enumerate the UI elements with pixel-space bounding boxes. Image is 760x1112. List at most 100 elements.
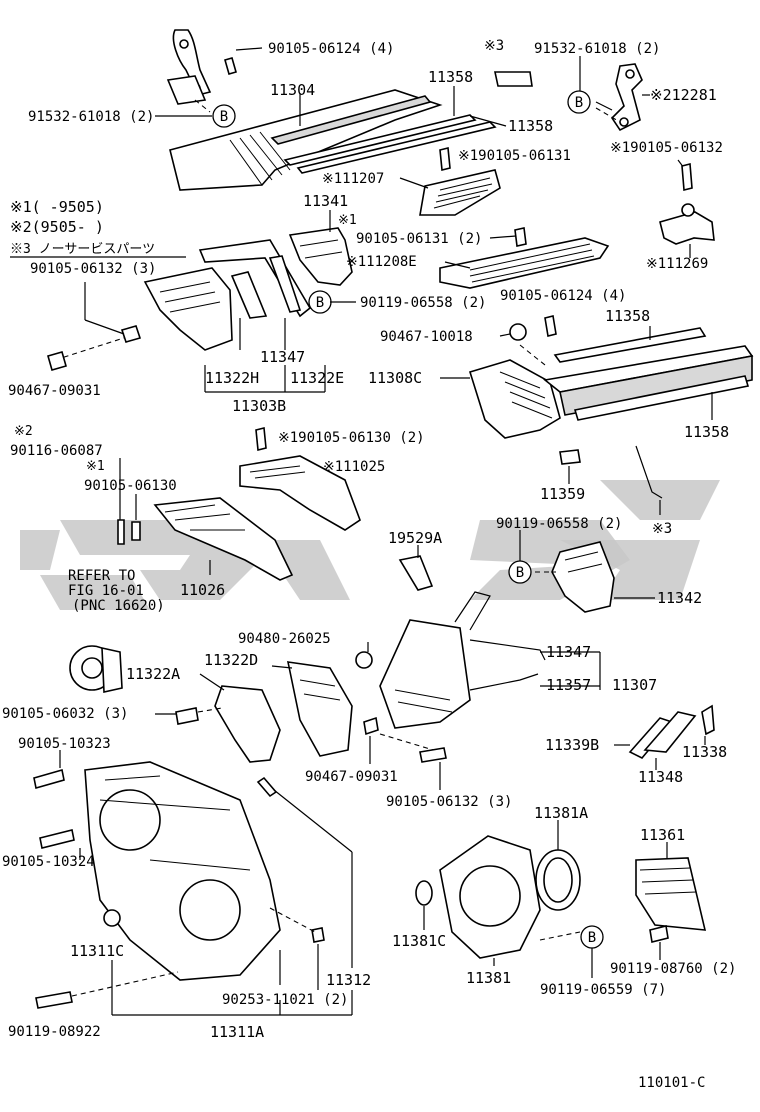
label-111207: ※111207 <box>322 171 384 187</box>
cylinder-head-cover-11308C <box>468 345 754 439</box>
bolt-90105-06131 <box>439 146 451 172</box>
bolt-90105-06132-a <box>120 325 142 343</box>
label-11358-a: 11358 <box>428 68 473 86</box>
label-note3-b: ※3 <box>652 521 672 537</box>
label-90116-06087: 90116-06087 <box>10 443 103 459</box>
label-90253-11021: 90253-11021 (2) <box>222 992 348 1008</box>
label-note1-a: ※1 <box>338 213 357 228</box>
bolt-90105-06132-right <box>681 162 693 192</box>
label-90467-10018: 90467-10018 <box>380 329 473 345</box>
bolt-90119-08922 <box>35 991 73 1009</box>
cover-11381 <box>439 835 541 959</box>
label-11338: 11338 <box>682 743 727 761</box>
clip-111269 <box>659 203 715 245</box>
label-90119-08760: 90119-08760 (2) <box>610 961 736 977</box>
bolt-90105-06124-top <box>224 57 237 75</box>
label-111025: ※111025 <box>323 459 385 475</box>
bolt-90105-10323 <box>33 768 65 790</box>
callout-b-4: B <box>508 560 532 584</box>
grommet-11359 <box>559 449 581 465</box>
label-11359: 11359 <box>540 485 585 503</box>
cover-11322D <box>286 661 353 757</box>
label-90105-06132-right: ※190105-06132 <box>610 140 723 156</box>
bracket-19529A <box>398 555 434 591</box>
svg-text:B: B <box>316 295 324 311</box>
label-90105-10324: 90105-10324 <box>2 854 95 870</box>
refer-line-3: (PNC 16620) <box>72 598 165 614</box>
label-11347-b: 11347 <box>546 643 591 661</box>
label-11381A: 11381A <box>534 804 588 822</box>
cover-11361 <box>635 857 707 931</box>
label-90467-09031-a: 90467-09031 <box>8 383 101 399</box>
pin-90253-11021 <box>311 927 325 943</box>
wire-note3 <box>635 445 663 499</box>
bolt-90105-06032 <box>175 707 199 725</box>
cover-11342 <box>551 541 615 613</box>
bolt-90105-06124-mid <box>544 315 557 337</box>
oil-seal-11381A <box>535 849 581 911</box>
legend-note1: ※1( -9505) <box>10 198 104 216</box>
grommet-90467-09031-a <box>47 351 67 371</box>
bolt-90105-06132-b <box>419 747 447 763</box>
timing-cover-11303B <box>143 239 312 351</box>
bolt-90105-06130 <box>131 521 141 541</box>
legend-notes: ※1( -9505) ※2(9505- ) ※3 ノーサービスパーツ 90105… <box>10 198 186 277</box>
label-11311A: 11311A <box>210 1023 264 1041</box>
label-90119-06558-top: 90119-06558 (2) <box>360 295 486 311</box>
label-90105-06124-mid: 90105-06124 (4) <box>500 288 626 304</box>
label-11304: 11304 <box>270 81 315 99</box>
label-12281: ※212281 <box>650 86 717 104</box>
grommet-90467-10018 <box>509 323 527 341</box>
idler-pulley-refer <box>69 645 123 693</box>
grommet-90467-09031-b <box>363 716 379 736</box>
label-19529A: 19529A <box>388 529 442 547</box>
legend-note3: ※3 ノーサービスパーツ <box>10 242 155 257</box>
label-90105-06132-3: 90105-06132 (3) <box>386 794 512 810</box>
bolt-90105-10324 <box>39 829 75 849</box>
clip-note3-top <box>494 71 533 87</box>
label-90467-09031-b: 90467-09031 <box>305 769 398 785</box>
timing-case-11311A <box>84 761 281 981</box>
label-11026: 11026 <box>180 581 225 599</box>
cover-11322A <box>214 685 281 763</box>
label-note3-top: ※3 <box>484 38 504 54</box>
label-11357: 11357 <box>546 676 591 694</box>
bracket-12281 <box>610 63 643 132</box>
cover-111207 <box>419 169 501 216</box>
label-11322D: 11322D <box>204 651 258 669</box>
label-90119-08922: 90119-08922 <box>8 1024 101 1040</box>
legend-note2: ※2(9505- ) <box>10 218 104 236</box>
cover-11026 <box>153 497 294 581</box>
label-11307: 11307 <box>612 676 657 694</box>
label-91532-61018-left: 91532-61018 (2) <box>28 109 154 125</box>
label-90105-06130: 90105-06130 <box>84 478 177 494</box>
label-90480-26025: 90480-26025 <box>238 631 331 647</box>
label-note2-b: ※2 <box>14 424 33 439</box>
callout-b-5: B <box>580 925 604 949</box>
stud-90116-06087 <box>117 519 125 545</box>
label-90119-06559: 90119-06559 (7) <box>540 982 666 998</box>
label-11358-c: 11358 <box>605 307 650 325</box>
cover-111208E <box>439 237 610 289</box>
svg-text:B: B <box>516 565 524 581</box>
svg-text:B: B <box>575 95 583 111</box>
gasket-11358-right <box>553 327 750 421</box>
figure-id: 110101-C <box>638 1075 705 1091</box>
bolt-90105-06131-2 <box>514 227 527 247</box>
label-90105-06124-top: 90105-06124 (4) <box>268 41 394 57</box>
label-11322A: 11322A <box>126 665 180 683</box>
label-91532-61018-right: 91532-61018 (2) <box>534 41 660 57</box>
refer-line-2: FIG 16-01 <box>68 583 144 599</box>
label-11311C: 11311C <box>70 942 124 960</box>
label-11322E: 11322E <box>290 369 344 387</box>
legend-bolt-label: 90105-06132 (3) <box>30 261 156 277</box>
spring-11338 <box>701 704 715 736</box>
label-11312: 11312 <box>326 971 371 989</box>
bolt-90119-08760 <box>649 925 669 943</box>
label-11341: 11341 <box>303 192 348 210</box>
pin-11312 <box>256 776 278 798</box>
bolt-90105-06130-2 <box>255 426 267 452</box>
cylinder-head-cover-11304 <box>169 89 443 191</box>
